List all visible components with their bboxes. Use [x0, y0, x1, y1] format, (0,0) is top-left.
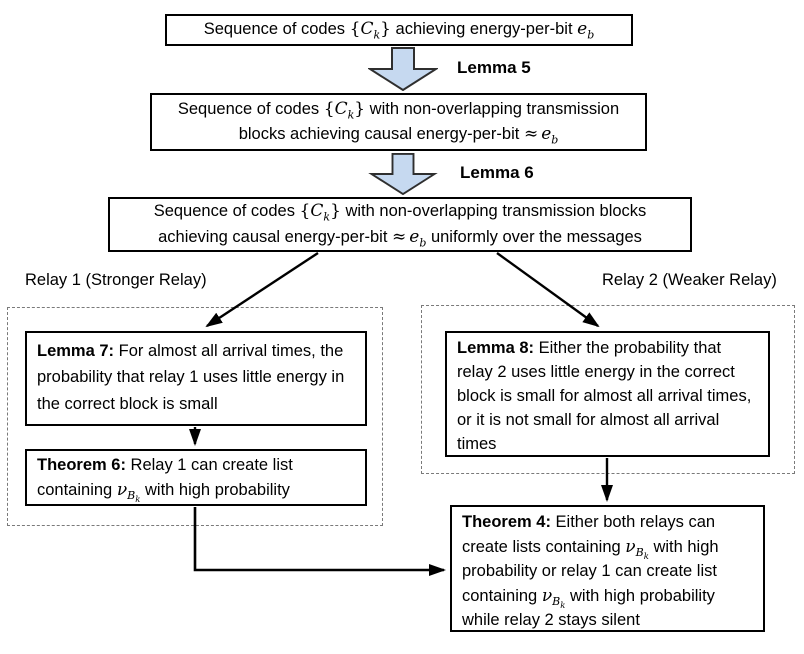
math-code-set: {Ck}	[349, 19, 391, 42]
theorem4-title: Theorem 4:	[462, 513, 551, 531]
flow-box-non-overlapping: Sequence of codes {Ck} with non-overlapp…	[150, 93, 647, 151]
relay1-group-label: Relay 1 (Stronger Relay)	[25, 271, 207, 289]
theorem6-body: Relay 1 can create list containing νBk w…	[37, 456, 293, 506]
lemma8-body: Either the probability that relay 2 uses…	[457, 339, 752, 453]
theorem6-title: Theorem 6:	[37, 456, 126, 474]
lemma6-label: Lemma 6	[460, 163, 534, 182]
flow-box-3-text: Sequence of codes {Ck} with non-overlapp…	[153, 201, 647, 249]
theorem4-box: Theorem 4: Either both relays can create…	[450, 505, 765, 632]
block-arrow-lemma5	[368, 47, 438, 91]
math-approx-energy-per-bit: ≈eb	[523, 124, 559, 147]
lemma8-box: Lemma 8: Either the probability that rel…	[445, 331, 770, 457]
math-nu-bk: νBk	[116, 479, 141, 506]
block-arrow-down-icon	[368, 153, 438, 195]
flow-box-energy-per-bit: Sequence of codes {Ck} achieving energy-…	[165, 14, 633, 46]
theorem6-box: Theorem 6: Relay 1 can create list conta…	[25, 449, 367, 506]
lemma7-box: Lemma 7: For almost all arrival times, t…	[25, 331, 367, 426]
lemma5-label: Lemma 5	[457, 58, 531, 77]
block-arrow-lemma6	[368, 153, 438, 195]
flow-box-uniform: Sequence of codes {Ck} with non-overlapp…	[108, 197, 692, 252]
flow-box-1-text: Sequence of codes {Ck} achieving energy-…	[203, 19, 595, 42]
math-code-set: {Ck}	[323, 98, 366, 121]
relay2-group-label: Relay 2 (Weaker Relay)	[602, 271, 777, 289]
lemma8-title: Lemma 8:	[457, 339, 535, 357]
math-code-set: {Ck}	[299, 201, 341, 224]
flow-box-2-text: Sequence of codes {Ck} with non-overlapp…	[177, 98, 620, 147]
math-nu-bk: νBk	[625, 536, 649, 563]
math-nu-bk: νBk	[541, 585, 566, 612]
math-approx-energy-per-bit: ≈eb	[392, 226, 427, 249]
lemma7-title: Lemma 7:	[37, 342, 115, 360]
theorem4-body: Either both relays can create lists cont…	[462, 513, 719, 629]
block-arrow-down-icon	[368, 47, 438, 91]
math-energy-per-bit: eb	[577, 19, 595, 42]
lemma7-body: For almost all arrival times, the probab…	[37, 342, 345, 413]
